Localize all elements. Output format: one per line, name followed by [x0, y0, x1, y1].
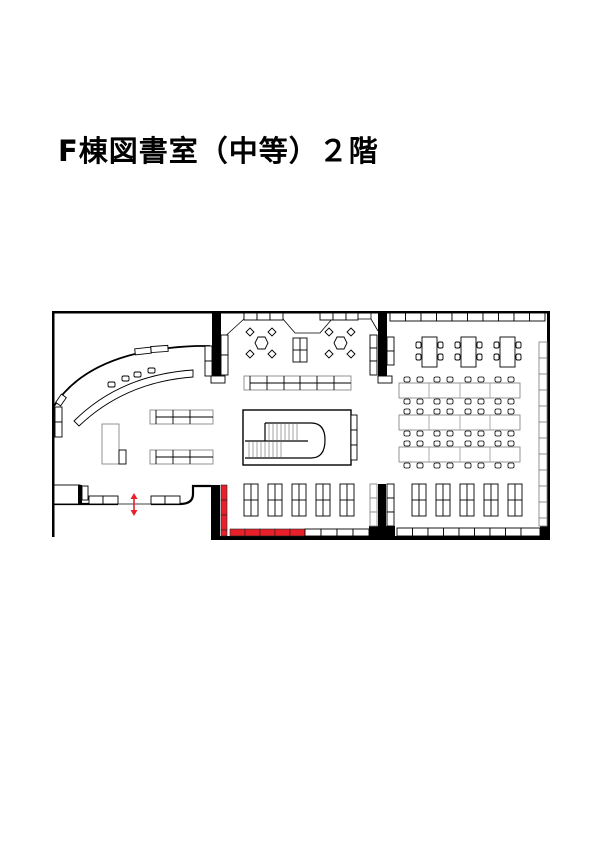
long-table-rows: [398, 382, 521, 463]
double-shelves-south: [243, 483, 355, 517]
lounge-table-cluster-right: [324, 327, 356, 359]
double-shelves-east: [411, 483, 523, 517]
west-hall: [53, 344, 226, 505]
pillars: [212, 313, 548, 538]
staircase: [242, 409, 358, 466]
south-stacks: [220, 483, 395, 537]
east-reading-room: [386, 0, 548, 537]
highlighted-shelves: [220, 484, 306, 537]
central-lounge: [220, 312, 393, 391]
entrance-arrow-icon: [130, 493, 138, 516]
lounge-table-cluster-left: [245, 327, 277, 359]
small-tables: [415, 336, 522, 368]
page-title: F棟図書室（中等）２階: [58, 134, 379, 168]
